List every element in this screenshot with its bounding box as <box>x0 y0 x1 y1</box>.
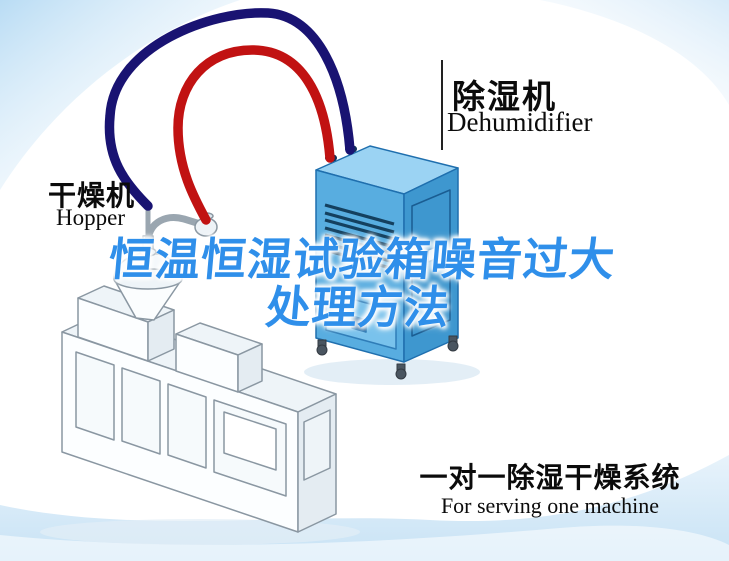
hopper-funnel-rim <box>113 268 183 290</box>
hopper-midbox-side <box>237 343 263 393</box>
hopper-machine-illustration <box>61 206 337 533</box>
dehumidifier-badge <box>351 315 367 333</box>
page-title: 恒温恒湿试验箱噪音过大 处理方法 <box>36 234 684 333</box>
hopper-label-cn: 干燥机 <box>48 180 136 211</box>
hopper-door <box>167 383 207 469</box>
hopper-funnel-cap <box>139 247 157 257</box>
page-title-line2: 处理方法 <box>263 282 453 333</box>
red-hose <box>173 45 335 225</box>
blue-hose <box>104 8 355 211</box>
dehumidifier-door-handle <box>427 246 437 263</box>
corner-glow-top-left <box>0 0 240 190</box>
dehumidifier-casters <box>316 335 459 380</box>
dehumidifier-side-face <box>403 167 459 363</box>
hopper-door <box>75 351 115 441</box>
dehumidifier-label-cn: 除湿机 <box>452 78 557 115</box>
system-caption-en: For serving one machine <box>440 493 660 518</box>
hopper-label-en: Hopper <box>56 205 125 230</box>
bottom-wave-highlight <box>0 525 729 561</box>
system-caption-cn: 一对一除湿干燥系统 <box>419 462 681 493</box>
hopper-door <box>121 367 161 455</box>
dehumidifier-shadow <box>304 359 480 385</box>
dehumidifier-illustration <box>315 145 459 380</box>
page-title-line1: 恒温恒湿试验箱噪音过大 <box>106 234 618 285</box>
dehumidifier-side-door <box>411 189 451 337</box>
hopper-panel-window <box>223 411 277 471</box>
hopper-pedestal-side <box>147 309 175 362</box>
dehumidifier-label-en: Dehumidifier <box>447 107 593 137</box>
corner-glow-top-right <box>540 0 729 105</box>
hopper-side-panel <box>303 409 331 481</box>
dehumidifier-vent-grille <box>324 203 395 271</box>
hopper-pump-pipe <box>144 214 199 241</box>
